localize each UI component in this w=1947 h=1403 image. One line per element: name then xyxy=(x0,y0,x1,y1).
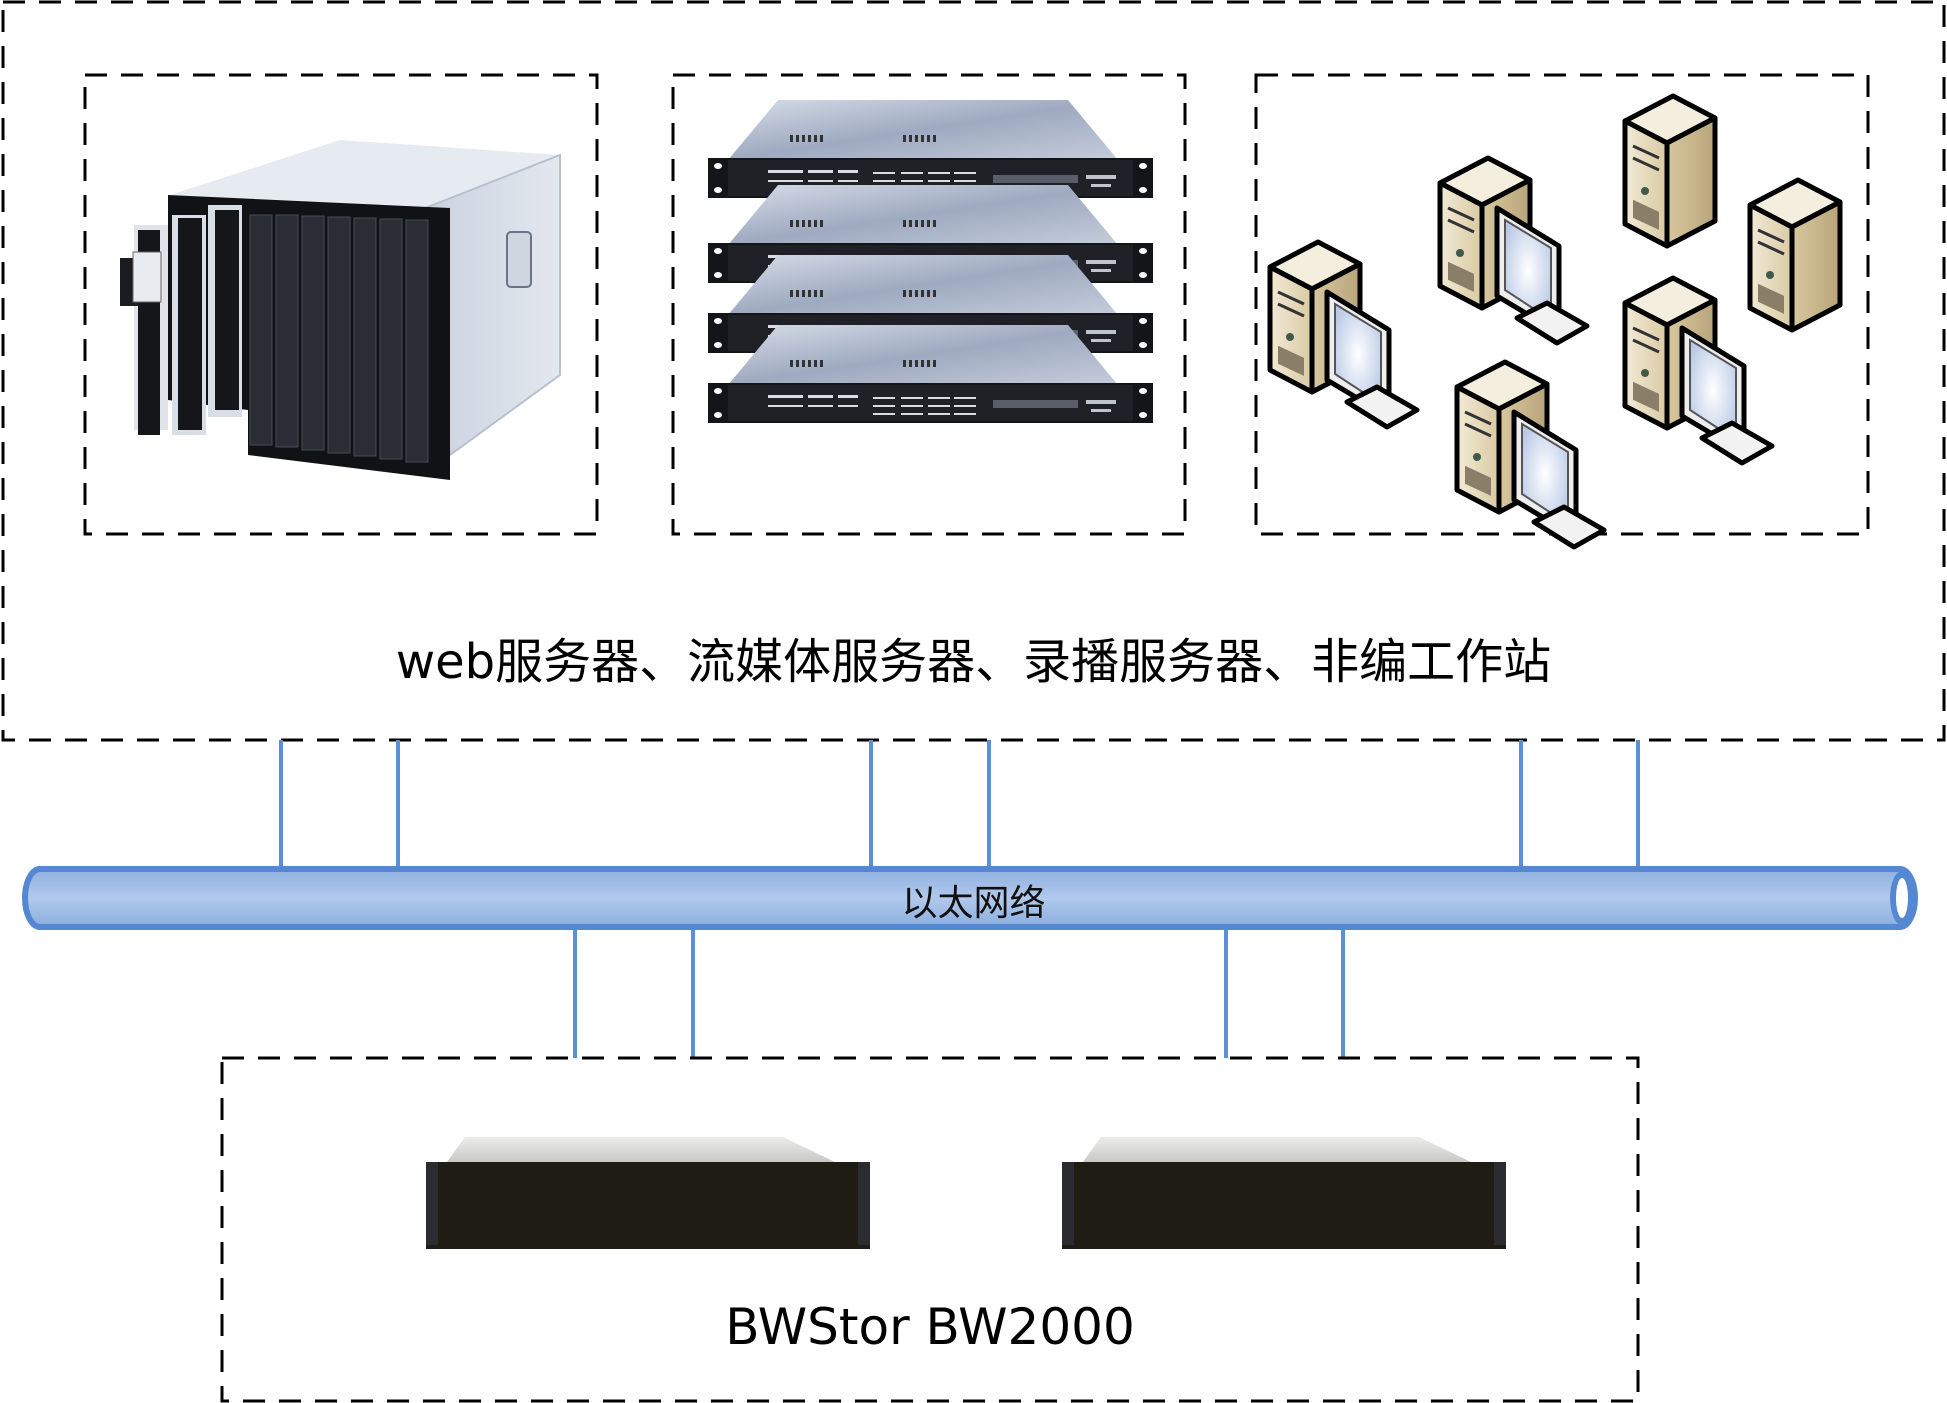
rack-server-stack-icon xyxy=(708,100,1153,423)
lower-links xyxy=(573,930,1345,1058)
server-group-frame xyxy=(1,0,1946,742)
storage-array-icon xyxy=(1062,1137,1506,1249)
storage-array-icon xyxy=(426,1137,870,1249)
network-label: 以太网络 xyxy=(901,883,1046,924)
blade-server-frame xyxy=(83,73,599,536)
workstation-icon xyxy=(1270,242,1417,427)
workstation-cluster-icon xyxy=(1270,96,1840,547)
workstation-icon xyxy=(1457,362,1604,547)
ethernet-bus-pipe[interactable] xyxy=(22,866,1918,930)
storage-label: BWStor BW2000 xyxy=(725,1298,1135,1356)
rack-server-frame xyxy=(671,73,1187,536)
blade-server-chassis-icon xyxy=(120,140,561,480)
server-group-caption: web服务器、流媒体服务器、录播服务器、非编工作站 xyxy=(395,634,1552,690)
storage-frame xyxy=(220,1056,1640,1403)
upper-links xyxy=(279,740,1640,870)
workstation-icon xyxy=(1440,158,1587,343)
tower-server-icon xyxy=(1625,96,1715,246)
tower-server-icon xyxy=(1750,180,1840,330)
